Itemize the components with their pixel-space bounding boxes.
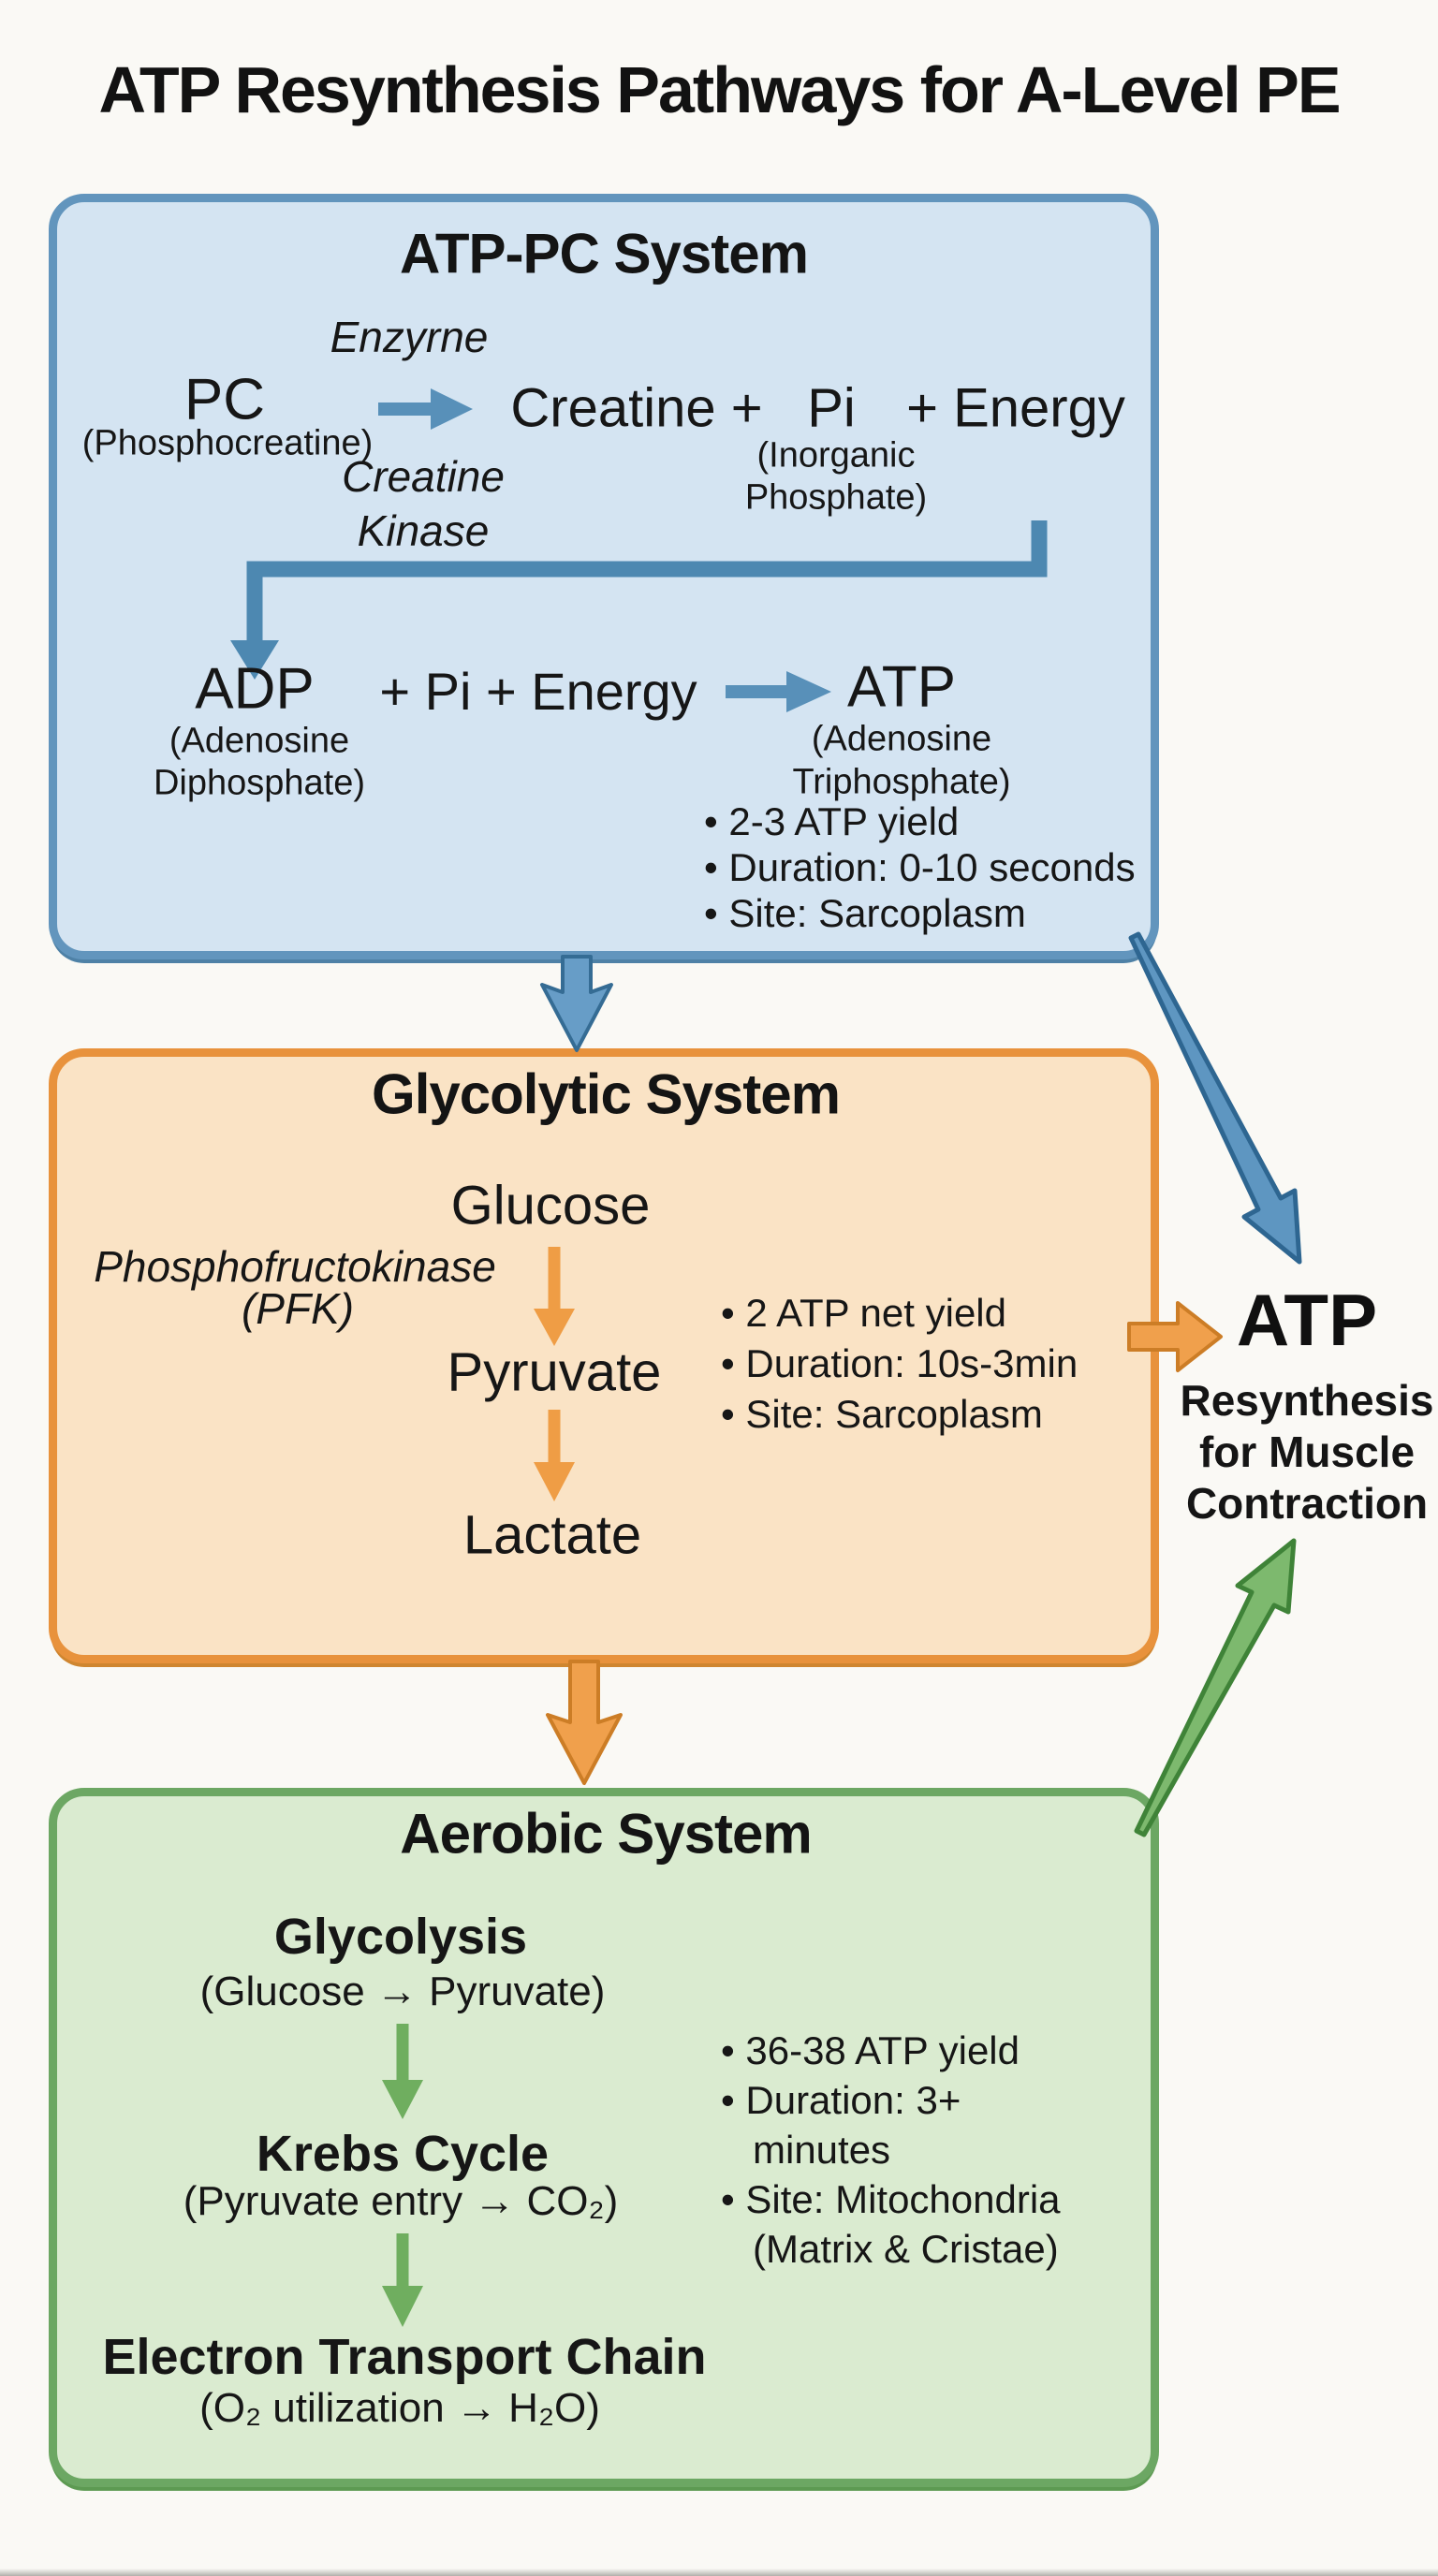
pi-energy-label: + Pi + Energy: [379, 661, 697, 721]
pfk-label-line2: (PFK): [241, 1284, 355, 1334]
pi-sublabel-line2: Phosphate): [744, 477, 928, 518]
glycolytic-to-aerobic-arrow-icon: [546, 1660, 623, 1785]
electron-transport-chain-sublabel: (O₂ utilization → H₂O): [199, 2385, 600, 2432]
bullet-item: Duration: 3+ minutes: [721, 2075, 1123, 2174]
pyruvate-label: Pyruvate: [447, 1341, 662, 1403]
bullet-item: 2-3 ATP yield: [704, 798, 1191, 844]
krebs-cycle-label: Krebs Cycle: [256, 2125, 550, 2182]
krebs-cycle-sublabel: (Pyruvate entry → CO₂): [183, 2178, 619, 2225]
electron-transport-chain-label: Electron Transport Chain: [102, 2328, 707, 2385]
glucose-label: Glucose: [450, 1175, 651, 1237]
glycolysis-stage-label: Glycolysis: [273, 1908, 528, 1965]
energy-label: + Energy: [906, 377, 1125, 439]
bullet-item: Site: Mitochondria (Matrix & Cristae): [721, 2174, 1123, 2274]
pi-label: Pi: [807, 377, 856, 439]
adp-label: ADP: [195, 656, 315, 722]
aerobic-facts-list: 36-38 ATP yield Duration: 3+ minutes Sit…: [721, 2026, 1123, 2274]
bottom-edge-shadow: [0, 2569, 1438, 2576]
pc-label: PC: [183, 367, 266, 432]
adp-sublabel-line1: (Adenosine: [169, 721, 350, 761]
atp-pc-facts-list: 2-3 ATP yield Duration: 0-10 seconds Sit…: [704, 798, 1191, 936]
adp-sublabel-line2: Diphosphate): [153, 763, 366, 803]
bullet-item: Site: Sarcoplasm: [721, 1389, 1152, 1440]
pc-sublabel: (Phosphocreatine): [81, 423, 374, 463]
pi-sublabel-line1: (Inorganic: [756, 435, 916, 476]
bullet-item: Site: Sarcoplasm: [704, 890, 1191, 936]
output-line2: for Muscle: [1198, 1427, 1416, 1477]
pfk-label-line1: Phosphofructokinase: [94, 1242, 496, 1292]
output-line1: Resynthesis: [1180, 1376, 1434, 1426]
bullet-item: Duration: 0-10 seconds: [704, 844, 1191, 890]
bullet-item: 2 ATP net yield: [721, 1288, 1152, 1339]
output-line3: Contraction: [1185, 1479, 1429, 1529]
enzyme-label: Enzyrne: [330, 313, 489, 362]
atp-pc-system-title: ATP-PC System: [399, 222, 809, 285]
atp-label: ATP: [847, 654, 956, 720]
creatine-kinase-line1: Creatine: [342, 452, 505, 502]
bullet-item: 36-38 ATP yield: [721, 2026, 1123, 2075]
atppc-to-glycolytic-arrow-icon: [540, 955, 613, 1052]
creatine-kinase-line2: Kinase: [357, 506, 490, 556]
bullet-item: Duration: 10s-3min: [721, 1339, 1152, 1389]
page-title: ATP Resynthesis Pathways for A-Level PE: [98, 53, 1341, 127]
atp-sublabel-line1: (Adenosine: [811, 719, 992, 759]
creatine-label: Creatine +: [510, 377, 763, 439]
aerobic-system-title: Aerobic System: [400, 1802, 813, 1866]
glycolytic-system-title: Glycolytic System: [372, 1062, 841, 1126]
lactate-label: Lactate: [462, 1504, 642, 1566]
output-atp-heading: ATP: [1236, 1278, 1378, 1361]
aerobic-to-output-arrow-icon: [1134, 1538, 1297, 1837]
glycolysis-stage-sublabel: (Glucose → Pyruvate): [199, 1969, 606, 2015]
glycolytic-facts-list: 2 ATP net yield Duration: 10s-3min Site:…: [721, 1288, 1152, 1440]
atp-sublabel-line2: Triphosphate): [792, 762, 1011, 802]
